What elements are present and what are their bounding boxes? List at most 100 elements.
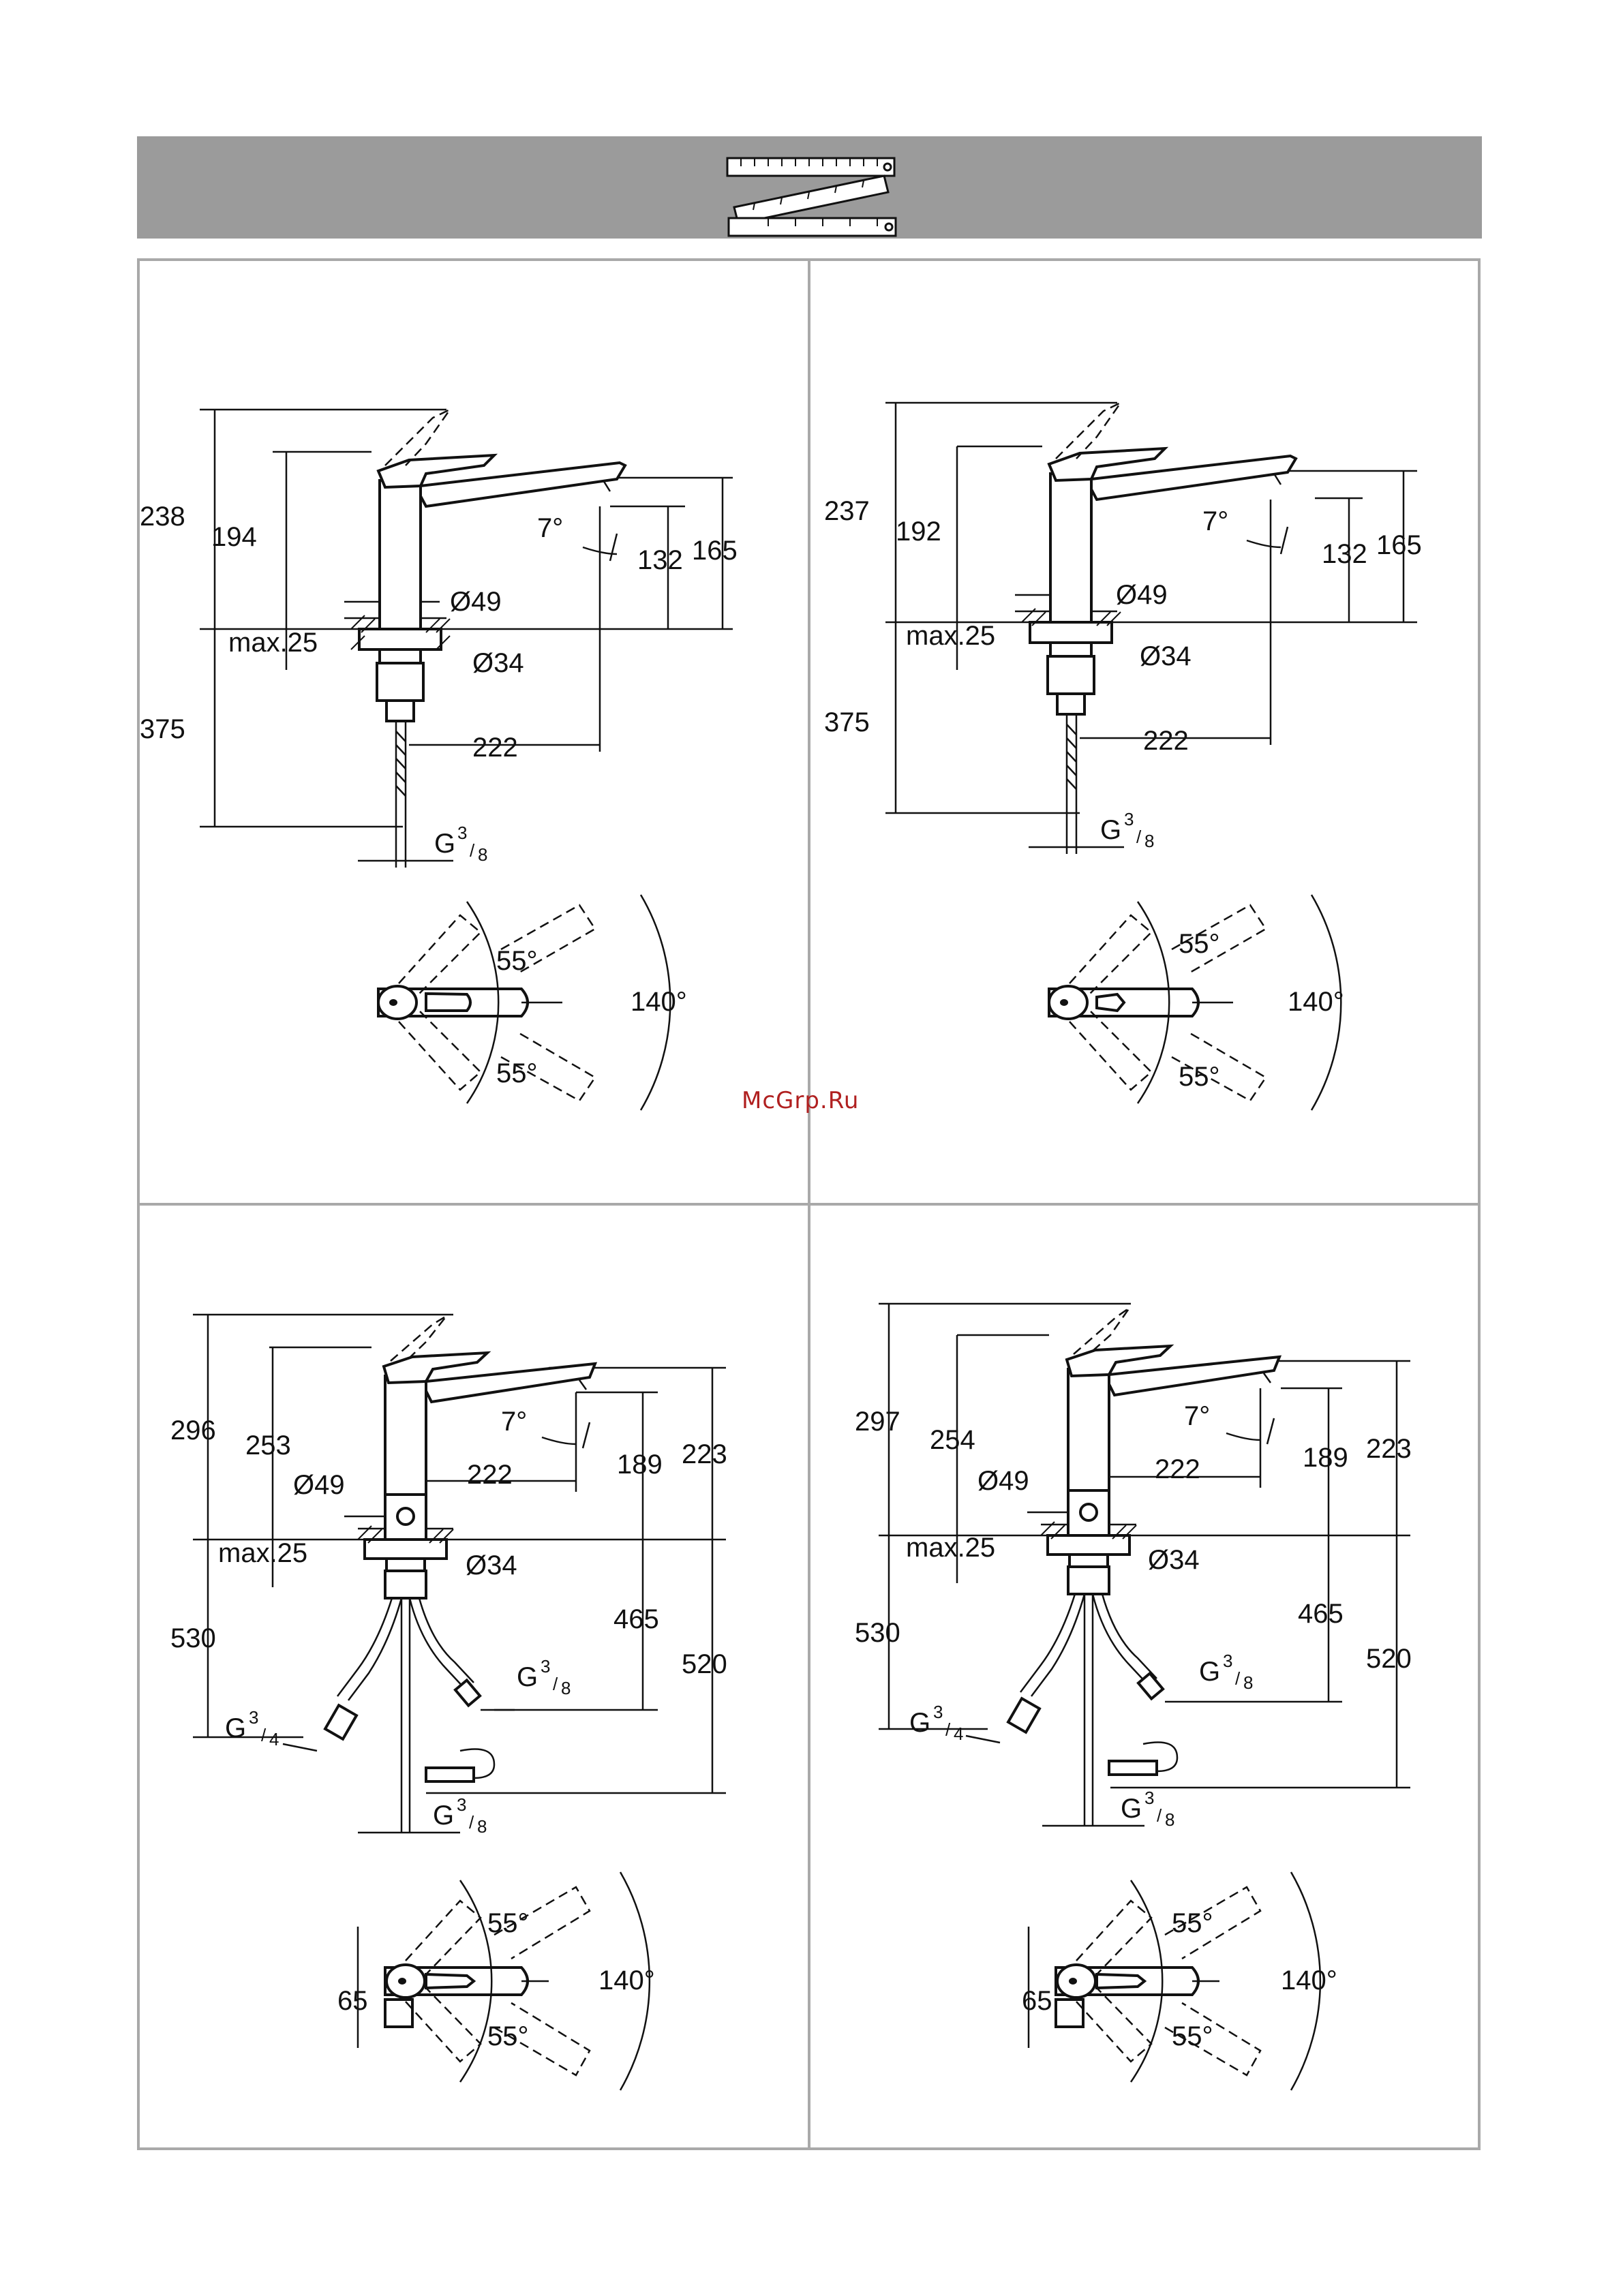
dim-body-diameter: Ø49 [450,587,502,617]
dim-below-mid: 465 [613,1604,659,1634]
dimension-lines [213,410,724,862]
swing-total: 140° [598,1965,655,1995]
dim-outlet-height: 189 [617,1450,663,1480]
grid-divider-horizontal [137,1203,1481,1206]
swing-total: 140° [631,987,687,1017]
panel-pullout-spout-right: 297 254 7° 189 223 222 Ø49 max.25 Ø34 46… [810,1206,1481,2150]
faucet-elevation [879,1302,1410,1826]
dim-total-height: 296 [170,1415,216,1445]
dim-thread-diameter: Ø34 [472,648,524,678]
dim-deck-thickness: max.25 [218,1538,307,1568]
svg-text:G: G [433,1801,454,1831]
lever-swing-plan [357,1871,651,2091]
svg-text:/: / [1136,827,1142,847]
swing-total: 140° [1281,1965,1337,1995]
dim-total-height: 238 [140,502,185,532]
thread-spec: G 3 / 8 [434,823,487,865]
thread-spec-side: G 3 / 8 [517,1656,571,1698]
lever-swing-plan [1027,1871,1322,2091]
dim-offset: 65 [337,1986,368,2016]
dim-below-deck: 530 [170,1623,216,1653]
dim-reach: 222 [1143,726,1189,756]
svg-text:G: G [1199,1657,1220,1687]
dim-thread-diameter: Ø34 [1148,1545,1200,1575]
faucet-elevation [200,407,733,868]
dim-reach: 222 [1155,1454,1200,1484]
dimension-labels: 237 192 7° 132 165 Ø49 max.25 Ø34 375 22… [824,496,1422,851]
svg-text:4: 4 [269,1729,279,1749]
dim-deck-thickness: max.25 [906,621,995,651]
svg-text:3: 3 [933,1702,943,1722]
svg-text:G: G [225,1713,246,1743]
svg-text:/: / [553,1674,558,1694]
dimension-lines [894,403,1405,848]
dim-spout-angle: 7° [537,513,563,543]
dim-deck-thickness: max.25 [906,1533,995,1563]
dim-spout-angle: 7° [1184,1401,1210,1431]
dim-spout-height: 165 [1376,530,1422,560]
dim-total-height: 237 [824,496,870,526]
faucet-elevation [885,400,1417,854]
svg-text:8: 8 [1165,1809,1174,1830]
dim-reach: 222 [467,1460,513,1490]
dim-offset: 65 [1022,1986,1052,2016]
panel-fixed-spout-left: 238 194 7° 132 165 Ø49 max.25 Ø34 375 22… [140,261,810,1206]
dim-spout-angle: 7° [501,1407,527,1437]
dimension-labels: 296 253 7° 189 223 222 Ø49 max.25 Ø34 46… [170,1407,727,1837]
dim-spout-angle: 7° [1202,506,1228,536]
folding-ruler-icon [726,157,897,237]
thread-spec: G 3 / 8 [433,1794,487,1837]
swing-upper: 55° [487,1908,529,1938]
dim-lever-height: 253 [245,1430,291,1460]
svg-text:/: / [469,1812,474,1833]
header-banner [137,136,1482,239]
dim-body-diameter: Ø49 [293,1470,345,1500]
dim-below-mid: 465 [1298,1599,1344,1629]
svg-text:G: G [909,1708,930,1738]
thread-spec: G 3 / 8 [1121,1788,1174,1830]
thread-spec-side: G 3 / 8 [1199,1651,1253,1693]
dimension-lines [888,1304,1398,1827]
svg-text:G: G [1121,1794,1142,1824]
svg-text:3: 3 [457,1794,466,1815]
dim-spout-height: 223 [1366,1434,1412,1464]
svg-text:8: 8 [1144,831,1154,851]
dim-total-height: 297 [855,1407,900,1437]
dim-outlet-height: 189 [1303,1443,1348,1473]
thread-spec-inlet: G 3 / 4 [225,1707,279,1749]
svg-text:3: 3 [541,1656,550,1677]
svg-text:3: 3 [249,1707,258,1728]
dim-reach: 222 [472,733,518,763]
swing-upper: 55° [1172,1908,1213,1938]
dimension-labels: 297 254 7° 189 223 222 Ø49 max.25 Ø34 46… [855,1401,1412,1830]
thread-spec: G 3 / 8 [1100,809,1154,851]
swing-upper: 55° [496,946,538,976]
svg-text:8: 8 [478,844,487,865]
svg-text:G: G [434,829,455,859]
dim-body-diameter: Ø49 [1116,580,1168,610]
dim-below-total: 520 [682,1649,727,1679]
dimension-labels: 238 194 7° 132 165 Ø49 max.25 Ø34 375 22… [140,502,738,865]
panel-pullout-spout-left: 296 253 7° 189 223 222 Ø49 max.25 Ø34 46… [140,1206,810,2150]
svg-text:/: / [261,1725,267,1745]
swing-lower: 55° [496,1058,538,1088]
svg-text:3: 3 [1223,1651,1232,1671]
swing-lower: 55° [1172,2021,1213,2051]
dimension-lines [207,1315,714,1834]
svg-text:4: 4 [954,1724,963,1744]
dim-below-deck: 530 [855,1618,900,1648]
svg-text:/: / [1157,1805,1162,1826]
svg-text:G: G [517,1662,538,1692]
dim-outlet-height: 132 [637,545,683,575]
dim-thread-diameter: Ø34 [1140,641,1192,671]
swing-lower: 55° [487,2021,529,2051]
dim-thread-diameter: Ø34 [466,1550,517,1580]
swing-total: 140° [1288,987,1344,1017]
svg-text:8: 8 [477,1816,487,1837]
dim-outlet-height: 132 [1322,539,1367,569]
lever-swing-plan [377,894,671,1111]
svg-text:G: G [1100,815,1121,845]
dim-spout-height: 223 [682,1439,727,1469]
dim-lever-height: 194 [211,522,257,552]
